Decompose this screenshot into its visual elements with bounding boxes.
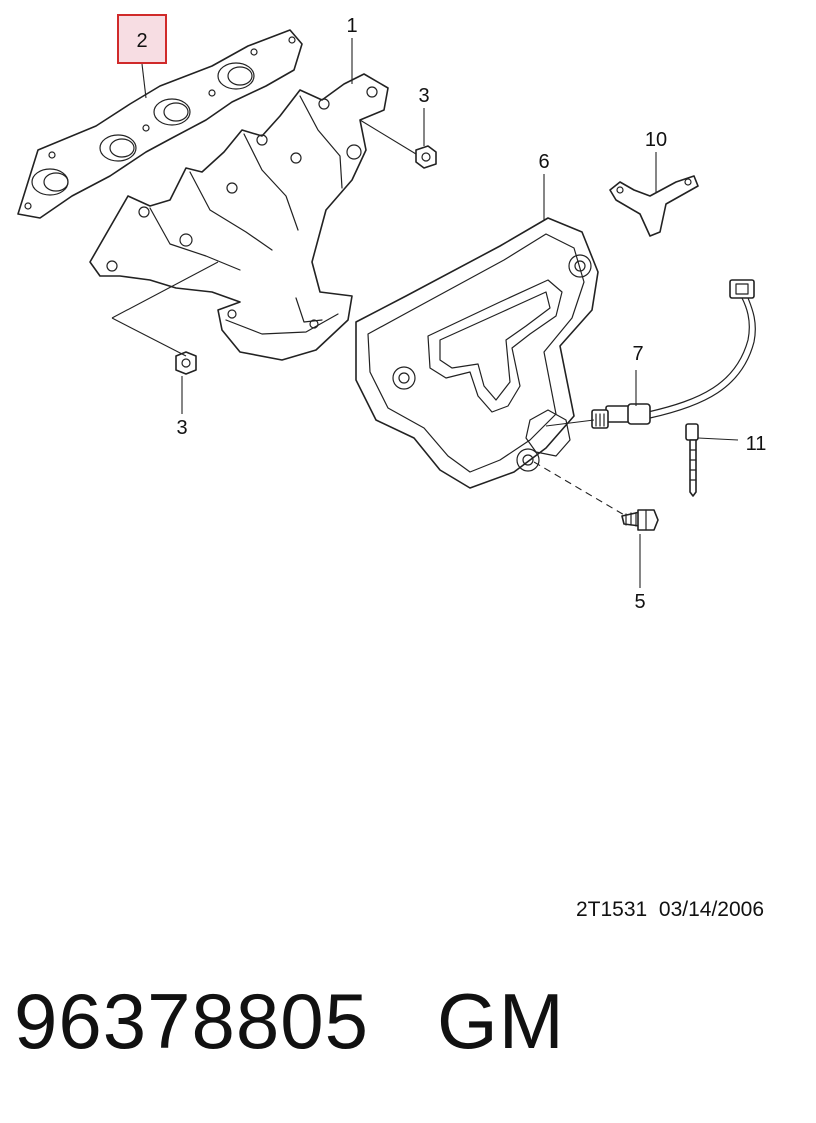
exhaust-manifold-diagram: 2 1 3 3 6 10 7 11 5 xyxy=(17,14,767,613)
bolt-part[interactable] xyxy=(621,509,659,531)
callout-6[interactable]: 6 xyxy=(538,151,549,173)
diagram-reference: 2T1531 03/14/2006 xyxy=(576,898,764,922)
selected-callout-box xyxy=(117,14,167,64)
callout-1[interactable]: 1 xyxy=(346,15,357,37)
callout-3-lower[interactable]: 3 xyxy=(176,417,187,439)
callout-7[interactable]: 7 xyxy=(632,343,643,365)
callout-11[interactable]: 11 xyxy=(746,433,767,455)
callout-2[interactable]: 2 xyxy=(136,30,147,52)
brand-name: GM xyxy=(437,977,565,1065)
callout-5[interactable]: 5 xyxy=(634,591,645,613)
callout-10[interactable]: 10 xyxy=(645,129,667,151)
gasket-part[interactable] xyxy=(17,29,303,219)
reference-code: 2T1531 xyxy=(576,898,648,921)
exhaust-manifold-part[interactable] xyxy=(89,73,389,361)
cable-tie-part[interactable] xyxy=(685,423,699,497)
heat-shield-part[interactable] xyxy=(355,217,599,489)
nut-part-lower[interactable] xyxy=(175,351,197,375)
nut-part-upper[interactable] xyxy=(415,145,437,169)
oxygen-sensor-part[interactable] xyxy=(591,279,756,429)
callout-3-upper[interactable]: 3 xyxy=(418,85,429,107)
part-number: 96378805 xyxy=(14,977,370,1065)
leader-lines xyxy=(111,38,739,588)
reference-date: 03/14/2006 xyxy=(658,898,765,921)
bracket-part[interactable] xyxy=(609,175,699,237)
